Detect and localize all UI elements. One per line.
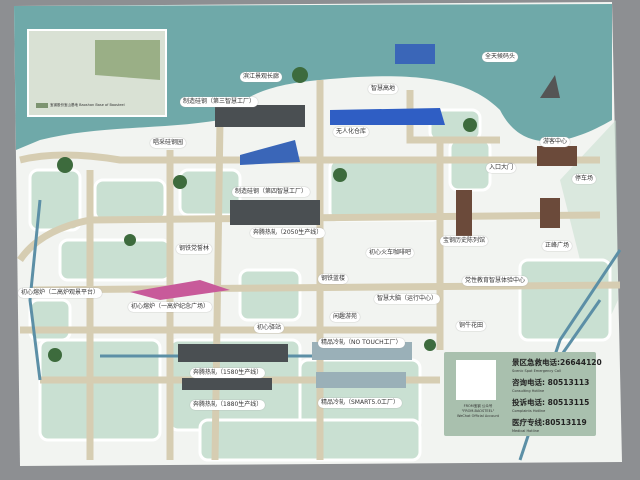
label-parking[interactable]: 停车场 [572,174,597,184]
emergency-phone: 景区急救电话:26644120 [512,358,602,367]
complaints-phone: 投诉电话: 80513115 [512,398,590,407]
label-factory3[interactable]: 制造硅钢（第三智慧工厂） [180,97,259,107]
label-cafe[interactable]: 初心火车咖啡吧 [366,248,415,258]
inset-legend-text-en: Baoshan Base of Baosteel [79,103,125,107]
qr-caption-line: "FROM-BAOSTEEL" [461,408,495,413]
label-wharf[interactable]: 全天候码头 [482,52,519,62]
label-hot1880[interactable]: 奔腾热轧（1880生产线） [190,400,266,410]
qr-caption-line: FROM宝钢 公众号 [463,404,493,408]
hotline-card: FROM宝钢 公众号 "FROM-BAOSTEEL" WeChat Offici… [444,352,602,436]
label-highland[interactable]: 智慧高地 [368,84,399,94]
label-hot1580[interactable]: 奔腾热轧（1580生产线） [190,368,266,378]
emergency-phone-en: Scenic Spot Emergency Call [512,369,561,373]
inset-legend: 宝钢股份宝山基地 Baoshan Base of Baosteel [50,103,125,108]
label-cold2[interactable]: 精品冷轧（SMART5.0工厂） [318,398,403,408]
label-furnace1[interactable]: 初心熔炉（一高炉纪念广场） [128,302,213,312]
label-plaza[interactable]: 正峰广场 [542,241,573,251]
consulting-phone: 咨询电话: 80513113 [512,378,590,387]
label-visitor-center[interactable]: 游客中心 [540,137,571,147]
consulting-phone-en: Consulting Hotline [512,389,545,393]
label-brain[interactable]: 智慧大脑（运行中心） [374,294,441,304]
inset-legend-text: 宝钢股份宝山基地 [50,103,78,107]
label-education-center[interactable]: 党性教育智慧体验中心 [462,276,529,286]
label-leisure[interactable]: 闲趣游苑 [330,312,361,322]
qr-caption: FROM宝钢 公众号 "FROM-BAOSTEEL" WeChat Offici… [446,404,510,419]
qr-caption-line: WeChat Official Account [456,413,500,418]
label-flowers[interactable]: 铜牛花田 [456,321,487,331]
label-warehouse[interactable]: 无人化仓库 [333,127,370,137]
medical-phone-en: Medical Hotline [512,429,539,433]
label-forest[interactable]: 钢铁党誓林 [176,244,213,254]
label-museum[interactable]: 宝钢历史陈列馆 [440,236,489,246]
label-entrance[interactable]: 入口大门 [486,163,517,173]
complaints-phone-en: Complaints Hotline [512,409,546,413]
label-binjiang[interactable]: 滨江景观长廊 [240,72,283,82]
qr-code[interactable] [456,360,496,400]
label-cold1[interactable]: 精品冷轧（NO TOUCH工厂） [318,338,405,348]
label-station[interactable]: 初心驿站 [254,323,285,333]
label-factory4[interactable]: 制造硅钢（第四智慧工厂） [232,187,311,197]
label-hot2050[interactable]: 奔腾热轧（2050生产线） [250,228,326,238]
medical-phone: 医疗专线:80513119 [512,418,587,427]
label-garden[interactable]: 唱采硅钢园 [150,138,187,148]
label-furnace2[interactable]: 初心熔炉（二高炉观景平台） [18,288,103,298]
label-blue-building[interactable]: 钢铁蓝楼 [318,274,349,284]
